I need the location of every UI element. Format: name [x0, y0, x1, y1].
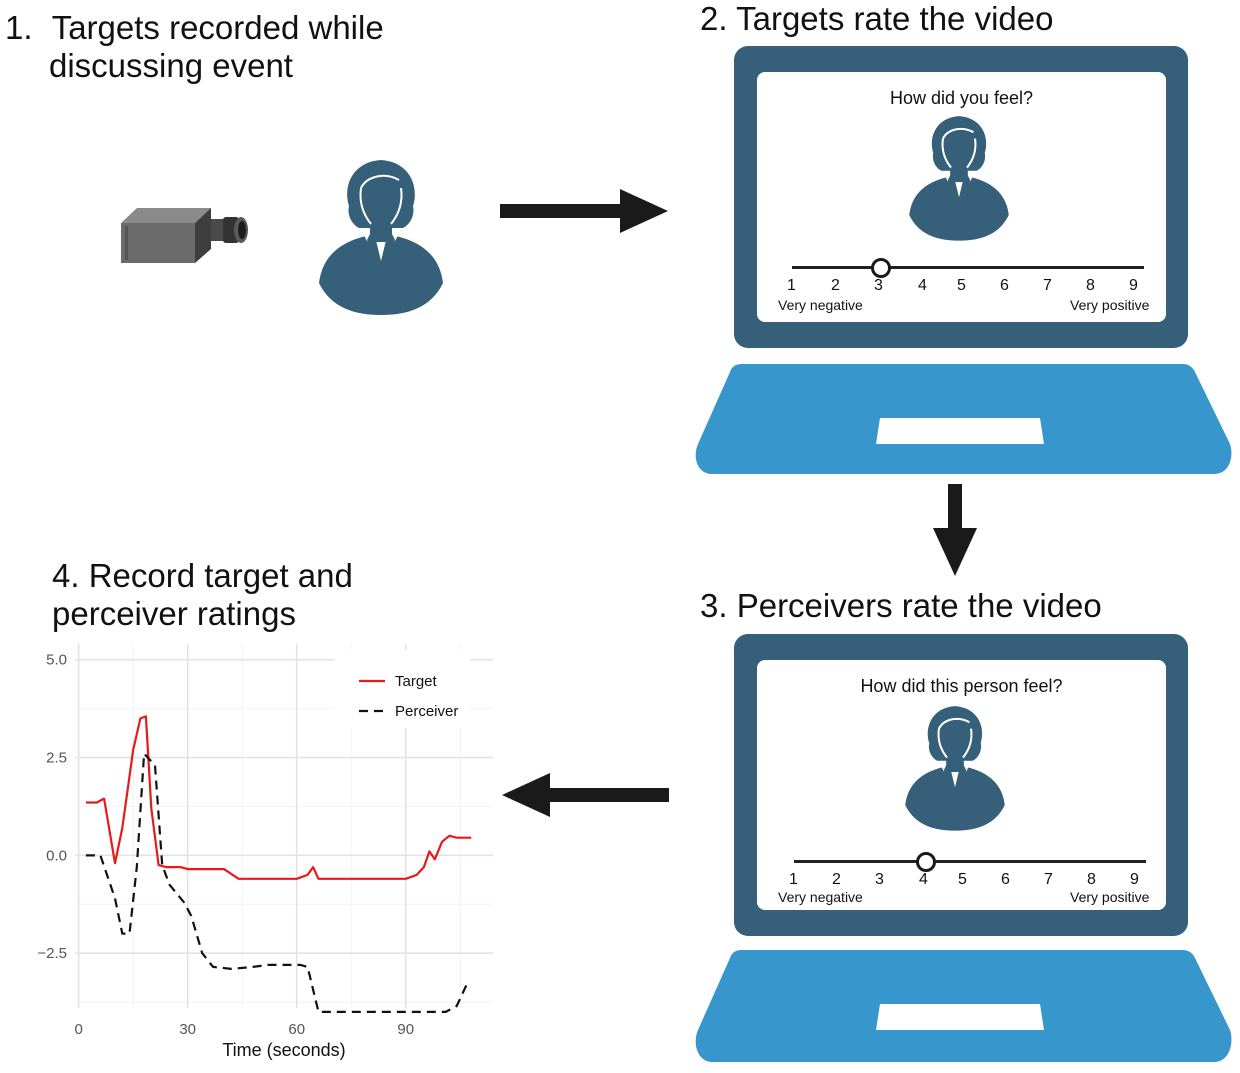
x-tick-label: 90 [397, 1021, 414, 1038]
step-4-title: 4. Record target and perceiver ratings [52, 557, 353, 633]
person-icon [909, 116, 1009, 241]
rating-question: How did this person feel? [860, 676, 1063, 696]
y-tick-label: 5.0 [46, 652, 67, 669]
chart-ticks: 0 30 60 90 5.0 2.5 0.0 −2.5 [37, 652, 414, 1038]
legend-background [335, 650, 470, 728]
arrow-left-icon [502, 773, 669, 817]
y-tick-label: 2.5 [46, 750, 67, 767]
rating-slider-handle[interactable] [871, 258, 891, 278]
scale-number: 4 [918, 277, 927, 294]
laptop-perceiver-rating: How did this person feel? 1 2 3 4 5 6 7 … [694, 632, 1234, 1064]
scale-high-label: Very positive [1070, 889, 1150, 905]
step-2-title: 2. Targets rate the video [700, 0, 1053, 38]
scale-number: 1 [787, 277, 796, 294]
video-camera-icon [121, 208, 248, 263]
legend-label-perceiver: Perceiver [395, 703, 458, 720]
scale-number: 7 [1043, 277, 1052, 294]
series-line-perceiver [85, 752, 469, 1013]
person-icon [319, 160, 443, 315]
step-3-title-text: Perceivers rate the video [736, 587, 1102, 624]
x-tick-label: 60 [288, 1021, 305, 1038]
y-tick-label: −2.5 [37, 945, 67, 962]
scale-number: 3 [875, 871, 884, 888]
scale-low-label: Very negative [778, 297, 863, 313]
step-4-title-line-2: perceiver ratings [52, 595, 296, 632]
rating-slider-track[interactable] [794, 860, 1146, 863]
scale-number: 8 [1087, 871, 1096, 888]
scale-number: 2 [831, 277, 840, 294]
rating-slider-handle[interactable] [916, 852, 936, 872]
rating-scale-numbers: 1 2 3 4 5 6 7 8 9 [777, 277, 1157, 299]
person-icon [905, 706, 1005, 831]
scale-number: 2 [832, 871, 841, 888]
scale-number: 6 [1001, 871, 1010, 888]
step-3-title: 3. Perceivers rate the video [700, 587, 1102, 625]
scale-number: 9 [1129, 277, 1138, 294]
scale-low-label: Very negative [778, 889, 863, 905]
scale-number: 9 [1130, 871, 1139, 888]
x-tick-label: 0 [74, 1021, 82, 1038]
step-4-title-line-1: Record target and [88, 557, 353, 594]
scale-number: 3 [874, 277, 883, 294]
legend-label-target: Target [395, 673, 438, 690]
rating-question: How did you feel? [889, 88, 1034, 108]
step-4-number: 4. [52, 557, 80, 594]
scale-number: 8 [1086, 277, 1095, 294]
scale-number: 5 [958, 871, 967, 888]
scale-number: 6 [1000, 277, 1009, 294]
scale-number: 7 [1044, 871, 1053, 888]
arrow-down-icon [933, 484, 977, 576]
step-1-title-line-1: Targets recorded while [51, 9, 384, 46]
step-2-title-text: Targets rate the video [736, 0, 1054, 37]
scale-number: 5 [957, 277, 966, 294]
scale-number: 1 [789, 871, 798, 888]
step-1-title: 1. Targets recorded while discussing eve… [5, 9, 384, 85]
y-tick-label: 0.0 [46, 847, 67, 864]
step-1-number: 1. [5, 9, 33, 46]
x-axis-label: Time (seconds) [222, 1040, 345, 1060]
step-2-number: 2. [700, 0, 728, 37]
laptop-target-rating: How did you feel? 1 2 3 4 5 6 7 8 9 Very… [694, 44, 1234, 476]
rating-slider-track[interactable] [792, 266, 1144, 269]
scale-high-label: Very positive [1070, 297, 1150, 313]
step-3-number: 3. [700, 587, 728, 624]
rating-scale-numbers: 1 2 3 4 5 6 7 8 9 [777, 871, 1157, 893]
arrow-right-icon [500, 189, 668, 233]
scale-number: 4 [919, 871, 928, 888]
series-line-target [85, 715, 472, 880]
step-1-title-line-2: discussing event [49, 47, 293, 84]
chart-series [85, 715, 472, 1013]
x-tick-label: 30 [179, 1021, 196, 1038]
